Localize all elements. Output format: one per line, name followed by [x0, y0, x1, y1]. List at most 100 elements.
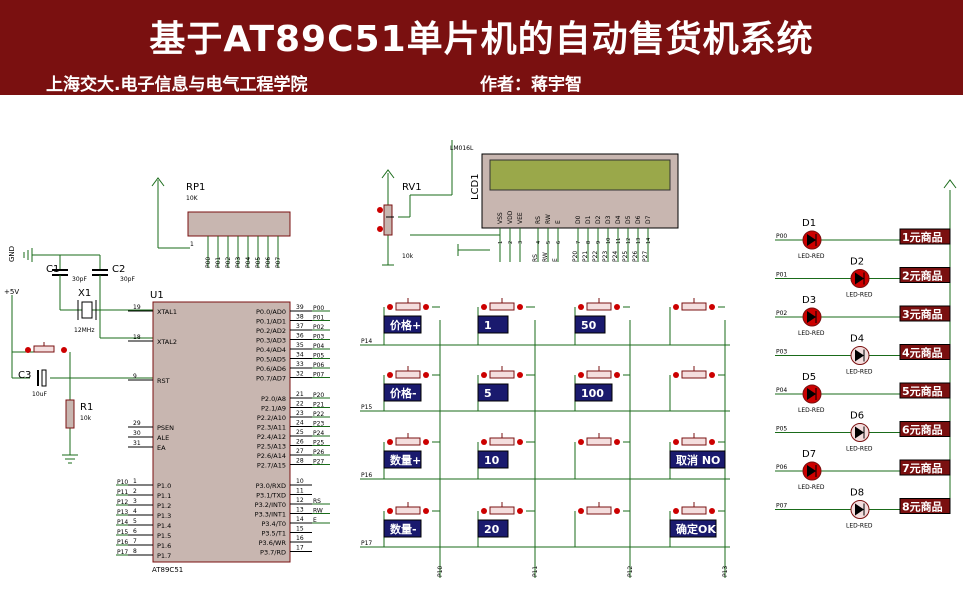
mcu-pin-name: P3.0/RXD — [256, 482, 286, 490]
mcu-pin-num: 25 — [296, 429, 304, 436]
x1-value: 12MHz — [74, 327, 94, 334]
led-ref: D7 — [802, 449, 816, 460]
mcu-pin-name: P1.2 — [157, 502, 171, 510]
mcu-pin-name: P1.3 — [157, 512, 171, 520]
mcu-pin-name: P2.1/A9 — [261, 405, 286, 413]
keypad-key[interactable] — [669, 366, 725, 411]
mcu-pin-num: 31 — [133, 440, 141, 447]
mcu-pin-num: 17 — [296, 545, 304, 552]
mcu-pin-name: ALE — [157, 434, 169, 442]
mcu-pin-name: P3.3/INT1 — [255, 511, 286, 519]
mcu-pin-name: P1.5 — [157, 532, 171, 540]
mcu-pin-num: 32 — [296, 371, 304, 378]
supply-arrows — [151, 169, 957, 189]
mcu-pin-name: P2.2/A10 — [257, 414, 286, 422]
product-label: 3元商品 — [902, 307, 943, 321]
mcu-pin-name: P1.1 — [157, 492, 171, 500]
reset-button[interactable] — [25, 342, 67, 353]
led-net-label: P04 — [776, 387, 787, 394]
lcd-pin-name: VSS — [497, 212, 504, 224]
mcu-net-label: P00 — [313, 305, 324, 312]
keypad-key-label: 价格+ — [390, 318, 421, 332]
keypad-row-label: P16 — [361, 472, 372, 479]
mcu-net-label: P12 — [117, 499, 128, 506]
mcu-pin-name: P1.7 — [157, 552, 171, 560]
keypad-key[interactable]: 20 — [477, 502, 535, 547]
keypad-key[interactable]: 确定OK — [669, 502, 725, 547]
keypad-key-label: 取消 NO — [676, 453, 720, 467]
keypad-key[interactable]: 取消 NO — [669, 433, 726, 479]
mcu-net-label: E — [313, 517, 317, 524]
mcu-pin-num: 15 — [296, 526, 304, 533]
rv1-ref: RV1 — [402, 182, 422, 193]
mcu-pin-num: 28 — [296, 458, 304, 465]
product-label: 2元商品 — [902, 269, 943, 283]
mcu-net-label: P01 — [313, 315, 324, 322]
keypad-key[interactable]: 数量- — [383, 502, 440, 547]
lcd-pin-net: P23 — [602, 251, 609, 262]
keypad-row-label: P14 — [361, 338, 372, 345]
mcu-net-label: P05 — [313, 353, 324, 360]
mcu-net-label: RS — [313, 498, 321, 505]
rp1-pin-label: P07 — [275, 257, 282, 268]
led-type: LED-RED — [846, 523, 873, 530]
keypad-key[interactable]: 10 — [477, 433, 535, 479]
keypad-key[interactable]: 价格+ — [383, 298, 440, 345]
keypad-key[interactable]: 价格- — [383, 366, 440, 411]
r1-value: 10k — [80, 415, 92, 422]
potentiometer-rv1[interactable]: RV1 10k — [377, 182, 422, 260]
keypad-key[interactable]: 数量+ — [383, 433, 440, 479]
mcu-u1: U1 AT89C51 19XTAL118XTAL29RST29PSEN30ALE… — [116, 290, 330, 574]
led-net-label: P06 — [776, 464, 787, 471]
keypad-key[interactable] — [669, 298, 725, 345]
mcu-net-label: P10 — [117, 479, 128, 486]
mcu-pin-name: P0.0/AD0 — [256, 308, 286, 316]
mcu-net-label: P02 — [313, 324, 324, 331]
keypad-key[interactable]: 1 — [477, 298, 535, 345]
mcu-net-label: P07 — [313, 372, 324, 379]
keypad-col-label: P13 — [722, 566, 729, 577]
lcd-pin-name: D2 — [595, 215, 602, 224]
keypad-key-label: 数量+ — [390, 453, 421, 467]
mcu-net-label: P21 — [313, 402, 324, 409]
rp1-pin-label: P04 — [245, 257, 252, 268]
lcd-pin-name: E — [555, 220, 562, 224]
mcu-pin-num: 26 — [296, 439, 304, 446]
mcu-pin-num: 19 — [133, 304, 141, 311]
mcu-pin-num: 12 — [296, 497, 304, 504]
lcd-pin-net: E — [552, 258, 559, 262]
title-banner: 基于AT89C51单片机的自动售货机系统 上海交大.电子信息与电气工程学院 作者… — [0, 0, 963, 95]
mcu-pin-name: P3.2/INT0 — [255, 501, 286, 509]
mcu-pin-num: 18 — [133, 334, 141, 341]
keypad-key[interactable]: 50 — [574, 298, 630, 345]
led-type: LED-RED — [798, 330, 825, 337]
keypad-key-label: 确定OK — [676, 522, 716, 536]
lcd-pin-num: 5 — [546, 241, 552, 244]
keypad-key[interactable] — [574, 433, 630, 479]
led-ref: D8 — [850, 488, 864, 499]
lcd-pin-name: VEE — [517, 212, 524, 224]
keypad-key[interactable]: 100 — [574, 366, 630, 411]
mcu-net-label: P23 — [313, 421, 324, 428]
keypad-key[interactable]: 5 — [477, 366, 535, 411]
rp1-pin-label: P06 — [265, 257, 272, 268]
product-label: 4元商品 — [902, 346, 943, 360]
led-net-label: P05 — [776, 426, 787, 433]
keypad-key[interactable] — [574, 502, 630, 547]
lcd-ref: LCD1 — [470, 173, 481, 200]
mcu-pin-num: 11 — [296, 488, 304, 495]
mcu-pin-num: 23 — [296, 410, 304, 417]
led-ref: D1 — [802, 218, 816, 229]
lcd-pin-num: 11 — [616, 238, 622, 244]
mcu-pin-name: P3.5/T1 — [261, 530, 286, 538]
mcu-pin-num: 13 — [296, 507, 304, 514]
mcu-pin-name: P3.6/WR — [259, 539, 287, 547]
lcd-pin-num: 1 — [498, 241, 504, 244]
keypad-key-label: 5 — [484, 387, 492, 400]
capacitor-c3: C3 10uF — [18, 369, 47, 398]
lcd-pin-net: P20 — [572, 251, 579, 262]
led-ref: D5 — [802, 372, 816, 383]
mcu-pin-num: 16 — [296, 535, 304, 542]
